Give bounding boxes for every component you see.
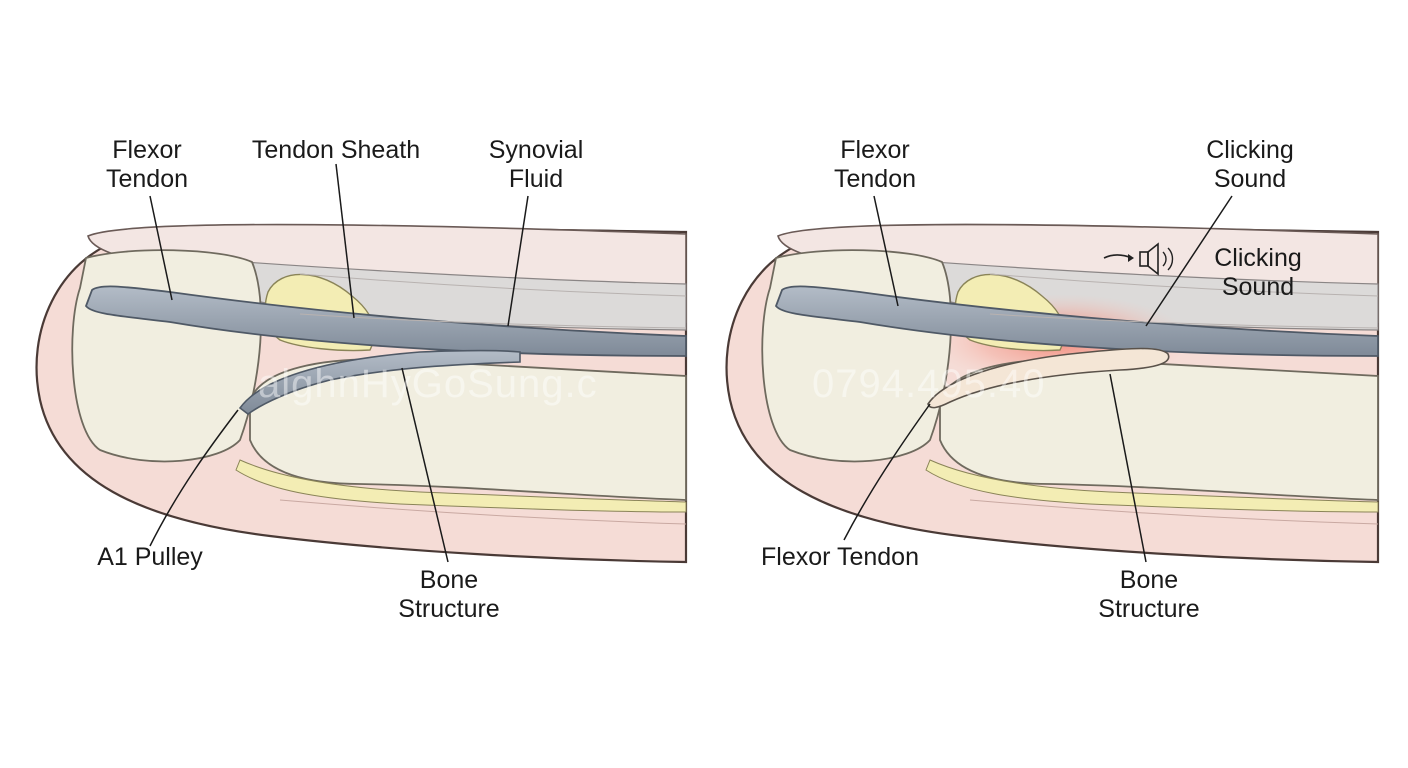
left-flexor-tendon-shape [84,285,687,357]
label-left-tendon-sheath: Tendon Sheath [251,136,421,164]
label-right-flexor-tendon: Flexor Tendon [833,136,917,193]
leader-right-flexor-tendon-bottom [843,403,931,541]
leader-left-synovial-fluid [507,195,529,327]
left-tendon-branch [238,349,521,415]
label-right-clicking-sound-side: Clicking Sound [1214,244,1302,301]
watermark-left: alghnHyGoSung.c [258,362,598,406]
label-right-bone-structure: Bone Structure [1098,566,1200,623]
speaker-sound-icon [1103,242,1174,276]
label-right-clicking-sound-top: Clicking Sound [1206,136,1294,193]
leader-right-clicking-sound [1145,195,1233,327]
label-right-flexor-tendon-bottom: Flexor Tendon [761,543,919,571]
label-left-synovial-fluid: Synovial Fluid [488,136,584,193]
leader-right-bone-structure [1109,373,1147,563]
label-left-flexor-tendon: Flexor Tendon [105,136,189,193]
right-distal-bone [761,249,952,463]
leader-left-tendon-sheath [335,163,355,319]
right-flexor-tendon-shape [774,285,1379,357]
leader-lines [149,163,1233,563]
leader-left-a1-pulley [149,409,239,547]
leader-left-bone-structure [401,367,449,563]
label-left-bone-structure: Bone Structure [398,566,500,623]
right-tendon-nodule [927,347,1170,409]
left-sheath-lower [235,459,687,513]
left-distal-bone [71,249,262,463]
left-finger [35,223,688,564]
right-sheath-lower [925,459,1379,513]
right-finger [725,223,1380,564]
leader-right-flexor-tendon [873,195,899,307]
leader-left-flexor-tendon [149,195,173,301]
label-left-a1-pulley: A1 Pulley [97,543,203,571]
watermark-right: 0794.495.40 [812,362,1046,406]
